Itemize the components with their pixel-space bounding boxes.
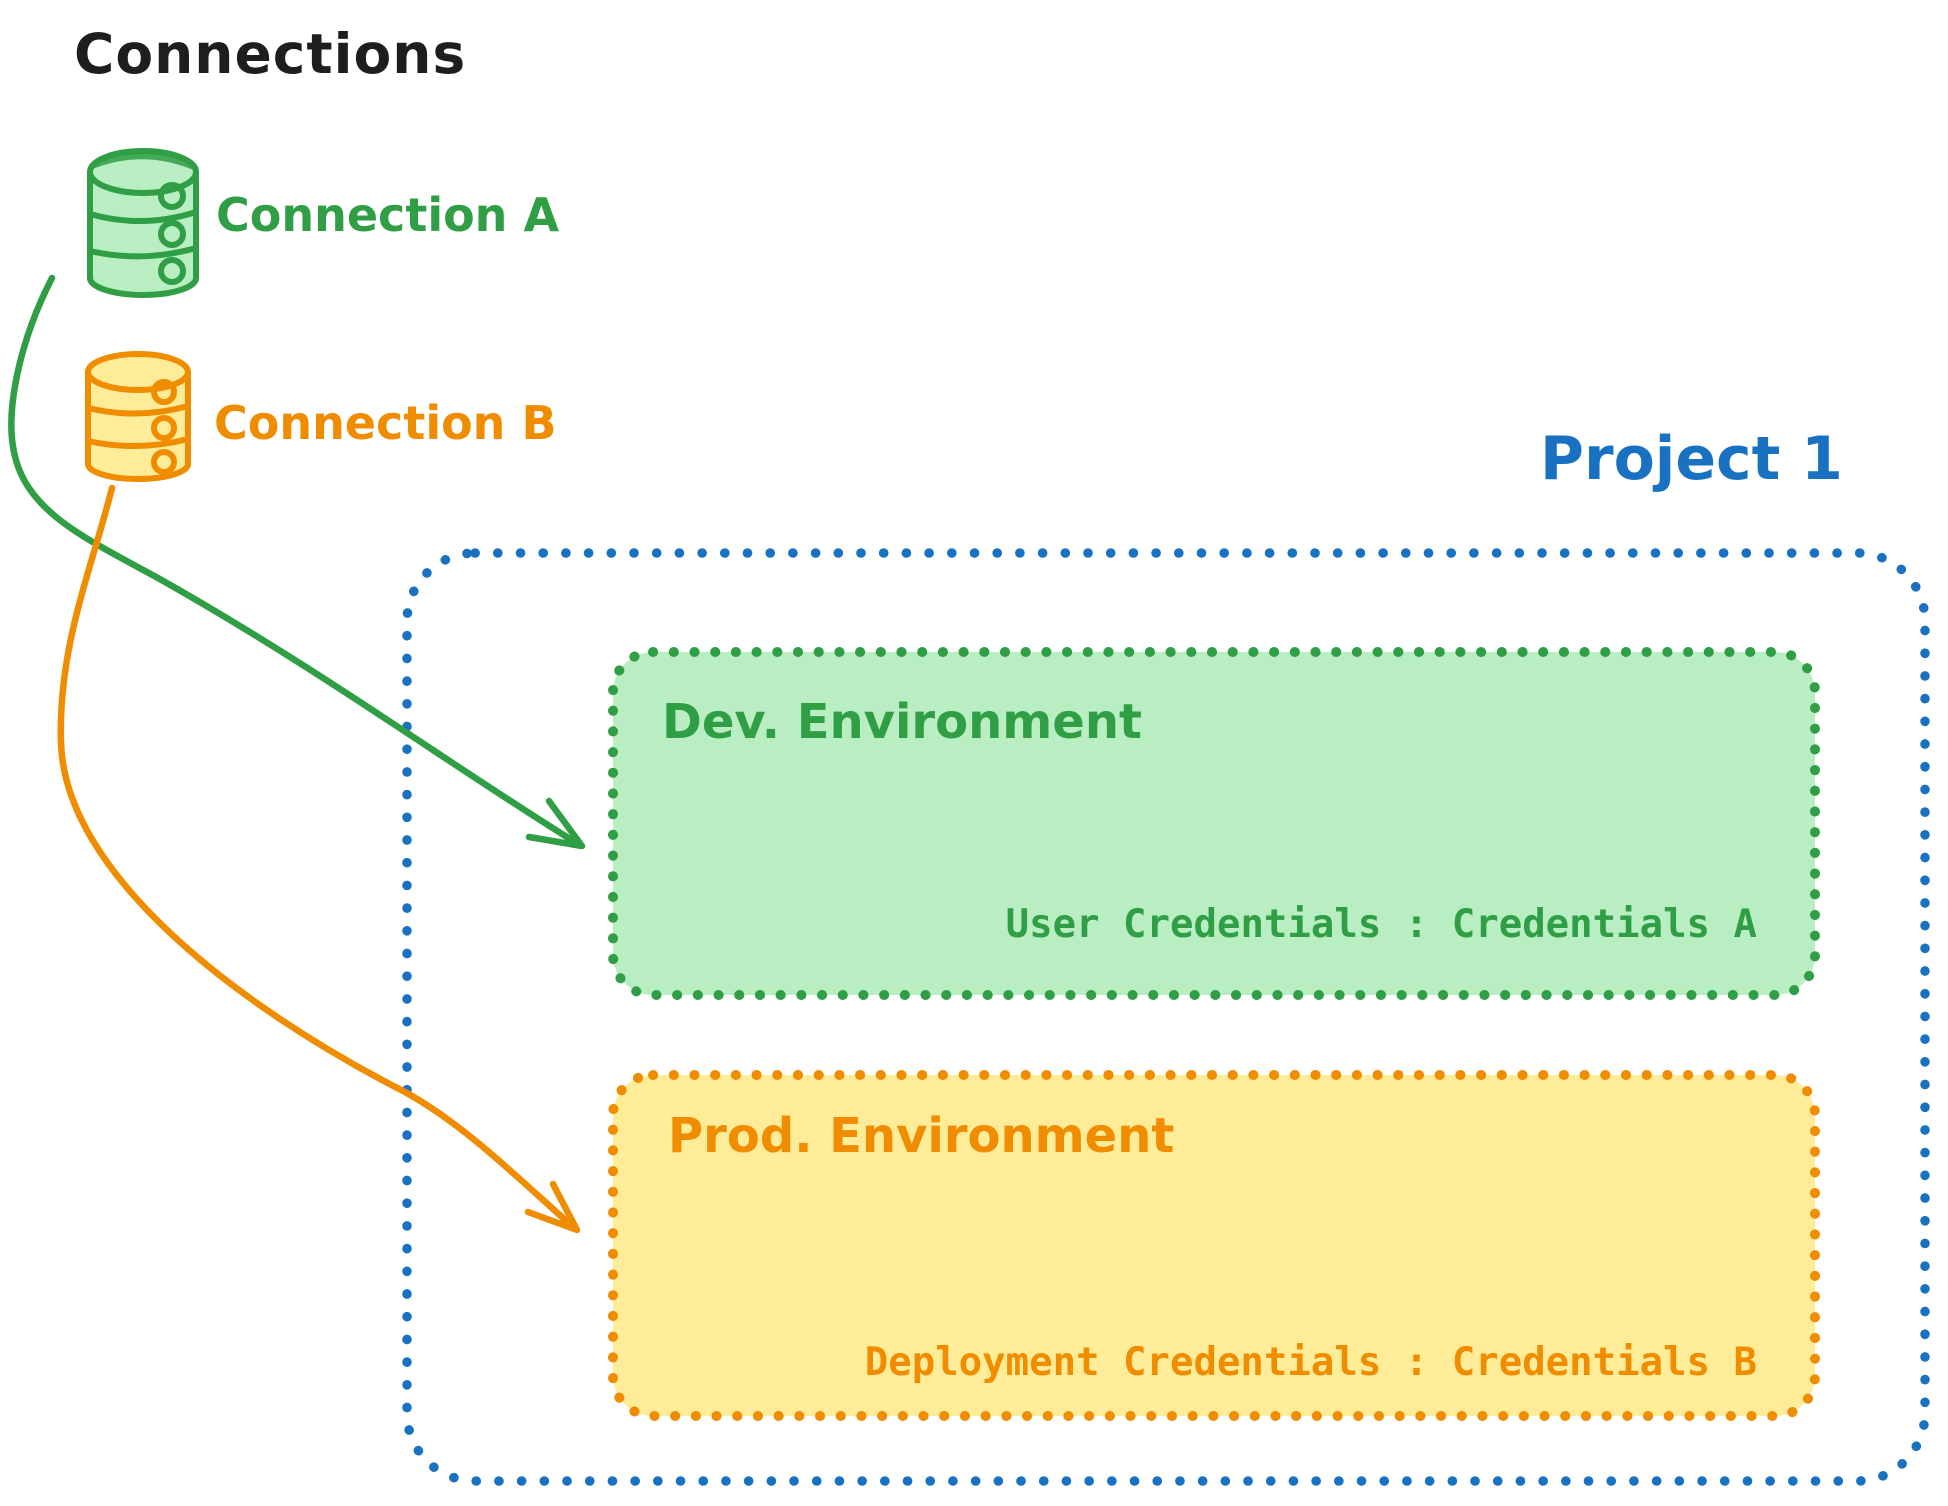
connections-title: Connections <box>74 22 467 86</box>
dev-environment-box <box>608 647 1820 1000</box>
dev-environment-title: Dev. Environment <box>662 694 1142 750</box>
project-title: Project 1 <box>1540 424 1843 494</box>
prod-environment-title: Prod. Environment <box>668 1108 1175 1164</box>
connection-a-label: Connection A <box>216 188 560 242</box>
connection-a-to-dev-arrow <box>8 274 586 850</box>
connection-b-to-prod-arrow <box>57 484 581 1234</box>
connection-b-label: Connection B <box>214 396 557 450</box>
prod-environment-box <box>608 1070 1820 1421</box>
connection-b-database-icon <box>85 351 191 482</box>
project-box <box>402 548 1930 1486</box>
prod-environment-credentials: Deployment Credentials : Credentials B <box>864 1340 1757 1385</box>
connection-a-database-icon <box>87 148 199 298</box>
dev-environment-credentials: User Credentials : Credentials A <box>1005 902 1757 947</box>
